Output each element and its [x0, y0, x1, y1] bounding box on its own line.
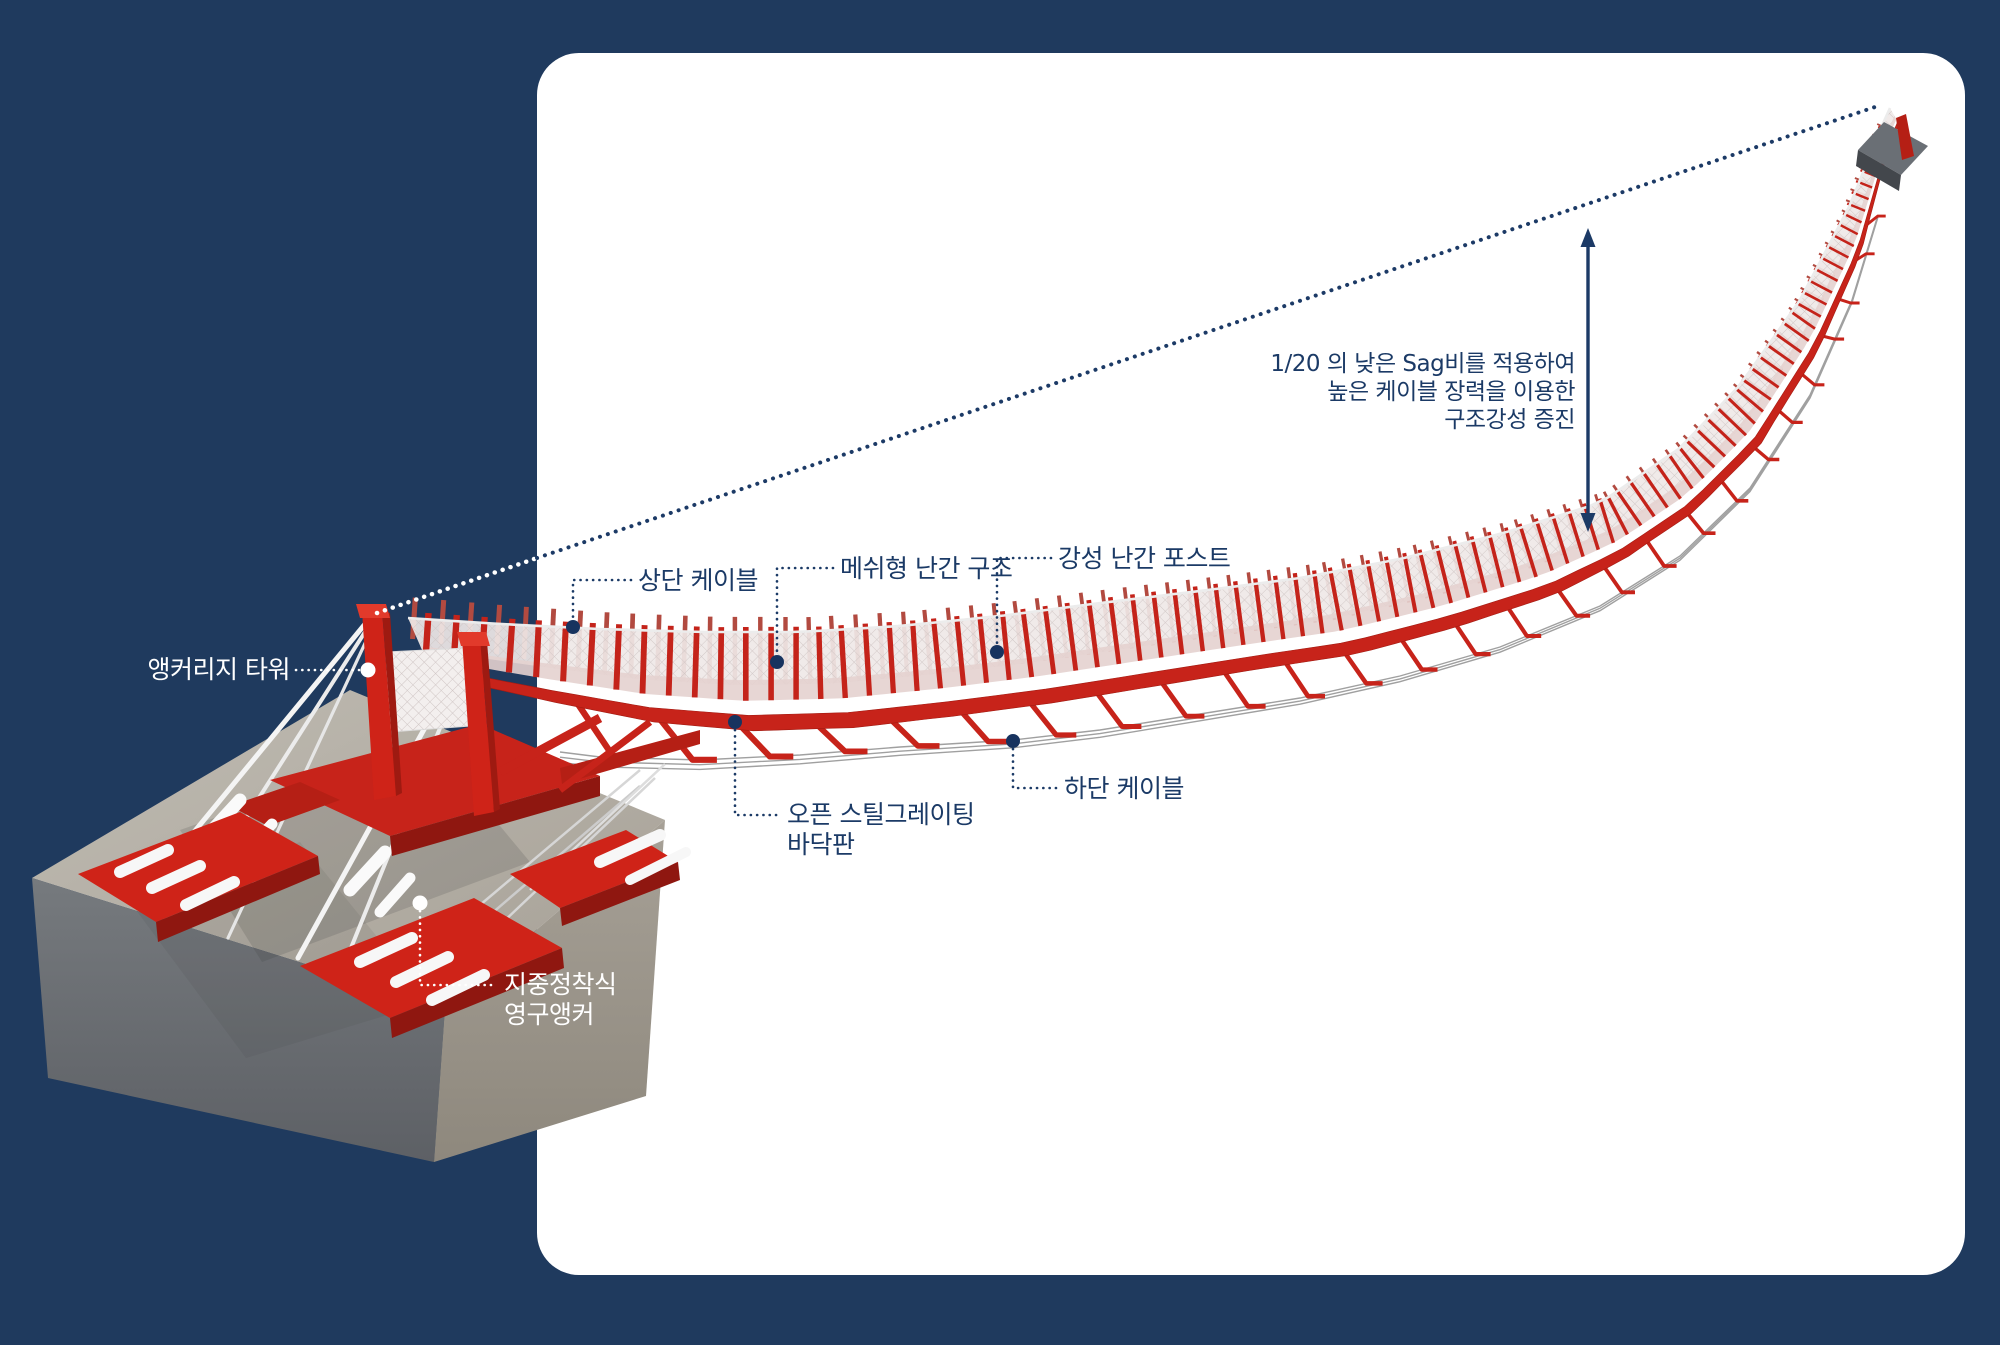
tower-brace-2	[557, 719, 653, 793]
sag-annotation-line2: 높은 케이블 장력을 이용한	[1327, 379, 1575, 405]
leader-mesh-railing	[775, 566, 835, 656]
leader-ground-anchor	[418, 909, 499, 987]
callout-graphics	[294, 104, 1880, 987]
tower-post-front-cap	[356, 604, 390, 618]
sag-annotation: 1/20 의 낮은 Sag비를 적용하여 높은 케이블 장력을 이용한 구조강성…	[1270, 350, 1575, 434]
abutment-red-post	[1896, 114, 1914, 160]
label-lower-cable: 하단 케이블	[1064, 774, 1184, 804]
label-upper-cable-text: 상단 케이블	[638, 566, 758, 595]
sag-arrow-head-bottom	[1580, 513, 1596, 532]
tower-brace-1	[497, 714, 603, 776]
sag-arrow-head-top	[1580, 228, 1596, 247]
upper-cable-dot	[566, 620, 580, 634]
tower-sill-front	[390, 776, 600, 856]
bed-left-front	[156, 856, 320, 942]
label-upper-cable: 상단 케이블	[638, 566, 758, 596]
label-ground-anchor-line2: 영구앵커	[504, 1000, 595, 1029]
mesh-fence-hatch	[408, 108, 1895, 686]
tower-mesh-hatch	[386, 648, 470, 732]
label-lower-cable-text: 하단 케이블	[1064, 774, 1184, 803]
sag-annotation-line3: 구조강성 증진	[1444, 407, 1575, 433]
bed-anchor-cylinders	[114, 829, 691, 1006]
anchorage-tower-group	[145, 604, 700, 982]
label-rigid-railing-post-text: 강성 난간 포스트	[1058, 544, 1231, 573]
leader-lower-cable	[1011, 747, 1059, 790]
near-side-posts	[422, 125, 1892, 701]
catenary-dotted-line-white	[374, 555, 540, 616]
deck-plate-dot	[728, 715, 742, 729]
tower-post-front-shade	[382, 610, 402, 796]
leader-rigid-post	[995, 556, 1053, 646]
label-deck-plate-line2: 바닥판	[787, 830, 855, 859]
deck-tie-beam	[560, 730, 700, 784]
abutment-top	[1858, 122, 1928, 175]
label-ground-anchor-line1: 지중정착식	[504, 970, 617, 999]
anchor-block-front-face	[32, 878, 445, 1162]
leader-upper-cable	[571, 578, 633, 621]
ground-anchor-dot	[412, 895, 428, 911]
label-deck-plate: 오픈 스틸그레이팅 바닥판	[787, 800, 975, 860]
abutment-front	[1856, 150, 1901, 191]
label-rigid-railing-post: 강성 난간 포스트	[1058, 544, 1231, 574]
label-mesh-railing-text: 메쉬형 난간 구조	[840, 554, 1013, 583]
ground-anchor-beds	[78, 763, 691, 1038]
tower-post-rear-shade	[480, 638, 500, 812]
label-deck-plate-line1: 오픈 스틸그레이팅	[787, 800, 975, 829]
suspension-bridge	[407, 107, 1900, 771]
anchorage-tower-dot	[360, 662, 376, 678]
far-abutment	[1856, 114, 1928, 191]
catenary-dotted-line-navy	[535, 104, 1880, 560]
sag-annotation-line1: 1/20 의 낮은 Sag비를 적용하여	[1270, 351, 1575, 377]
rigid-post-dot	[990, 645, 1004, 659]
tower-post-rear-cap	[457, 632, 490, 646]
tower-sill	[270, 724, 600, 836]
mesh-railing-dot	[770, 655, 784, 669]
label-mesh-railing: 메쉬형 난간 구조	[840, 554, 1013, 584]
bed-mid-top	[300, 898, 562, 1018]
upper-cable-line	[407, 107, 1892, 634]
bed-right-front	[560, 862, 680, 926]
tower-post-front	[362, 610, 396, 800]
label-anchorage-tower: 앵커리지 타워	[147, 655, 291, 685]
tower-foot-beam	[230, 782, 340, 826]
label-anchorage-tower-text: 앵커리지 타워	[147, 655, 291, 684]
label-ground-anchor: 지중정착식 영구앵커	[504, 970, 617, 1030]
lower-cable-dot	[1006, 734, 1020, 748]
tower-post-rear	[462, 638, 494, 816]
bed-mid-front	[390, 948, 564, 1038]
